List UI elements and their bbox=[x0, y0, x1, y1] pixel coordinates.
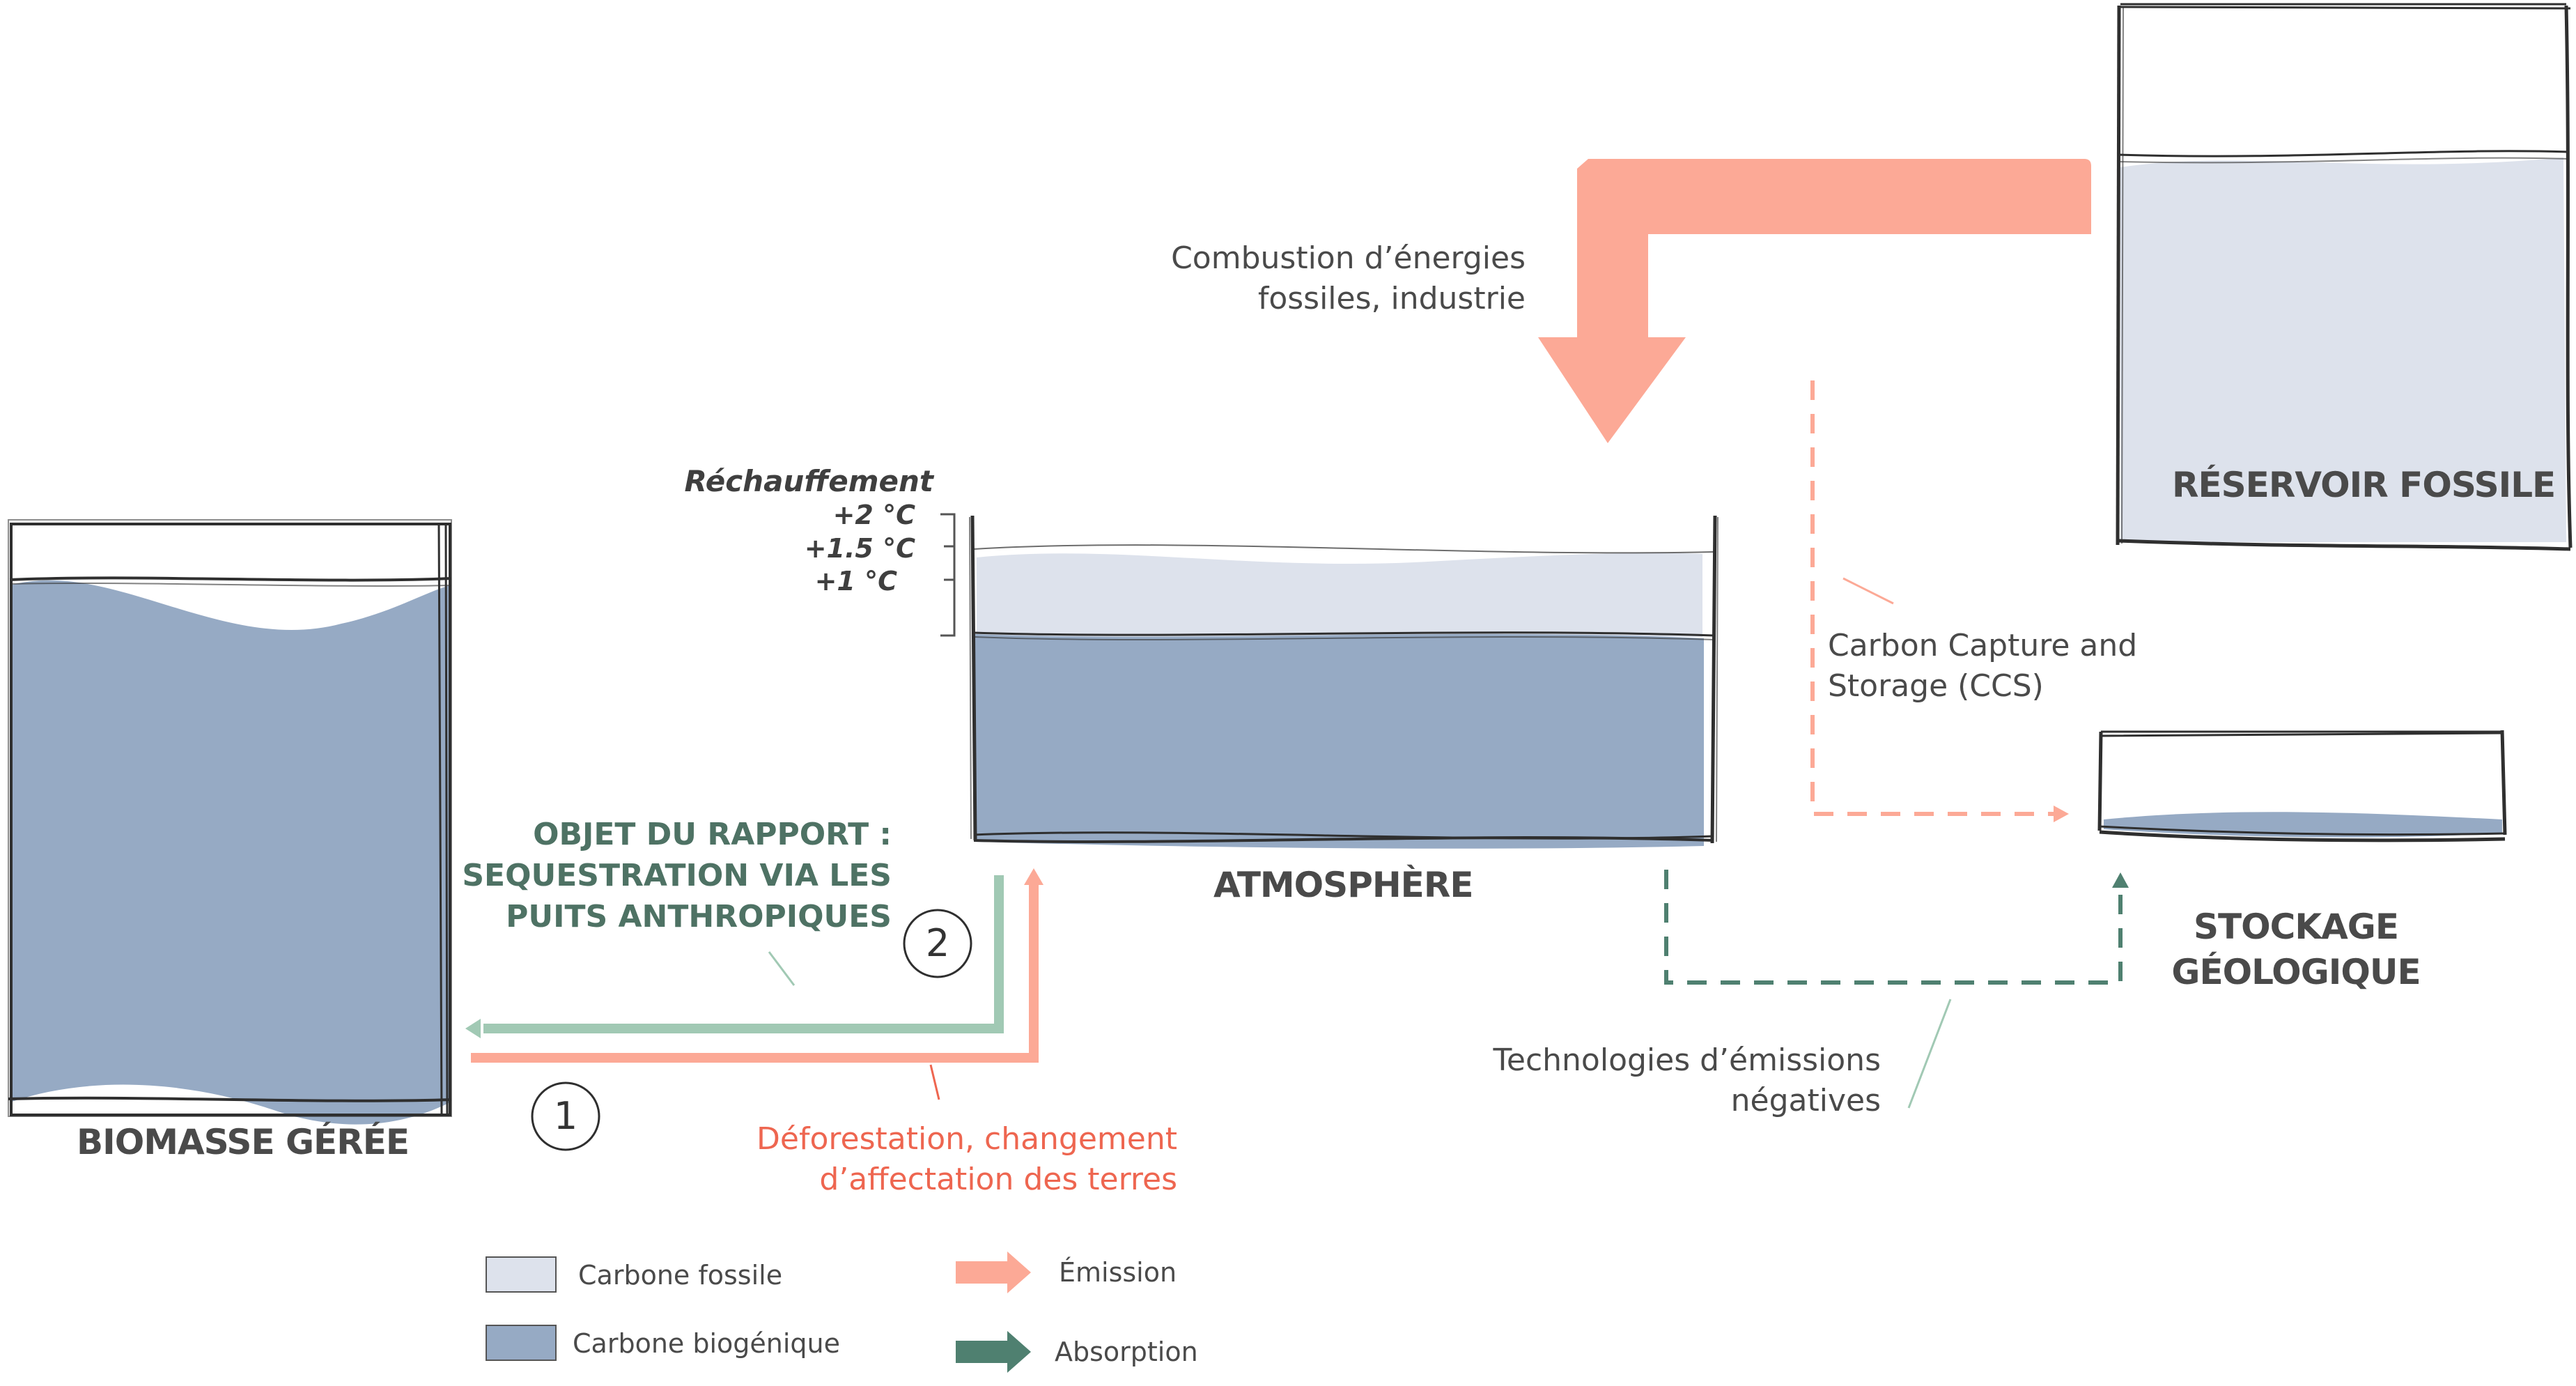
biomasse-reservoir bbox=[8, 519, 452, 1125]
rapport-label: OBJET DU RAPPORT : SEQUESTRATION VIA LES… bbox=[439, 815, 892, 938]
warming-level-1: +1 °C bbox=[814, 566, 897, 596]
negative-emissions-dashed-arrow bbox=[1664, 870, 2123, 985]
geological-storage bbox=[2097, 730, 2507, 842]
ccs-dashed-arrow bbox=[1810, 380, 2055, 816]
legend-swatch-biogenic bbox=[486, 1325, 557, 1361]
legend-swatch-fossil bbox=[486, 1256, 557, 1293]
biomasse-biogenic-fill bbox=[10, 580, 450, 1125]
warming-title: Réchauffement bbox=[684, 464, 933, 498]
atmosphere-fossil-fill bbox=[977, 553, 1702, 637]
marker-circle-2 bbox=[903, 909, 972, 978]
deforestation-leader-line bbox=[929, 1064, 940, 1100]
fossil-reservoir-fill bbox=[2120, 157, 2566, 542]
combustion-emission-arrow bbox=[1538, 159, 2091, 443]
legend-absorption-arrow bbox=[956, 1331, 1031, 1373]
atmosphere-biogenic-fill bbox=[975, 633, 1704, 849]
deforestation-label-line-1: Déforestation, changement bbox=[756, 1121, 1177, 1157]
combustion-label: Combustion d’énergies fossiles, industri… bbox=[1045, 238, 1526, 319]
warming-bracket bbox=[940, 513, 956, 637]
geological-storage-label: STOCKAGE GÉOLOGIQUE bbox=[2164, 904, 2428, 995]
atmosphere-label: ATMOSPHÈRE bbox=[1213, 865, 1473, 905]
atmosphere-reservoir bbox=[969, 515, 1718, 849]
geological-storage-label-line-2: GÉOLOGIQUE bbox=[2171, 952, 2421, 992]
geological-storage-label-line-1: STOCKAGE bbox=[2194, 907, 2399, 947]
biomasse-label: BIOMASSE GÉRÉE bbox=[77, 1122, 410, 1162]
marker-2: 2 bbox=[925, 921, 950, 965]
deforestation-arrow-head bbox=[1024, 868, 1043, 885]
deforestation-label: Déforestation, changement d’affectation … bbox=[669, 1119, 1177, 1200]
rapport-label-line-1: OBJET DU RAPPORT : bbox=[533, 817, 892, 852]
combustion-label-line-2: fossiles, industrie bbox=[1257, 281, 1526, 317]
legend-emission-label: Émission bbox=[1059, 1257, 1177, 1288]
marker-circle-1 bbox=[531, 1081, 600, 1151]
ccs-label-line-2: Storage (CCS) bbox=[1828, 668, 2044, 704]
legend-absorption-label: Absorption bbox=[1055, 1337, 1198, 1367]
ccs-label: Carbon Capture and Storage (CCS) bbox=[1828, 626, 2137, 707]
rapport-label-line-3: PUITS ANTHROPIQUES bbox=[506, 898, 892, 934]
marker-1: 1 bbox=[553, 1094, 578, 1138]
sequestration-absorption-arrow bbox=[483, 875, 1004, 1033]
negative-emissions-leader-line bbox=[1907, 999, 1952, 1109]
negative-emissions-label-line-2: négatives bbox=[1730, 1083, 1881, 1119]
negative-emissions-label: Technologies d’émissions négatives bbox=[1393, 1040, 1881, 1121]
warming-level-2: +2 °C bbox=[832, 500, 915, 530]
warming-level-1-5: +1.5 °C bbox=[804, 533, 915, 564]
ccs-arrow-head bbox=[2054, 806, 2069, 822]
combustion-label-line-1: Combustion d’énergies bbox=[1171, 240, 1526, 276]
ccs-label-line-1: Carbon Capture and bbox=[1828, 628, 2138, 663]
deforestation-label-line-2: d’affectation des terres bbox=[819, 1162, 1177, 1198]
legend-fossil-label: Carbone fossile bbox=[578, 1260, 783, 1291]
sequestration-arrow-head bbox=[465, 1019, 481, 1038]
rapport-label-line-2: SEQUESTRATION VIA LES bbox=[462, 857, 892, 893]
negative-emissions-arrow-head bbox=[2112, 872, 2129, 888]
legend-biogenic-label: Carbone biogénique bbox=[573, 1328, 841, 1359]
ccs-leader-line bbox=[1842, 577, 1894, 605]
fossil-reservoir-label: RÉSERVOIR FOSSILE bbox=[2172, 465, 2556, 505]
legend-emission-arrow bbox=[956, 1252, 1031, 1293]
rapport-leader-line bbox=[768, 951, 796, 986]
deforestation-emission-arrow bbox=[471, 884, 1039, 1063]
negative-emissions-label-line-1: Technologies d’émissions bbox=[1493, 1042, 1881, 1078]
fossil-reservoir bbox=[2116, 3, 2573, 551]
